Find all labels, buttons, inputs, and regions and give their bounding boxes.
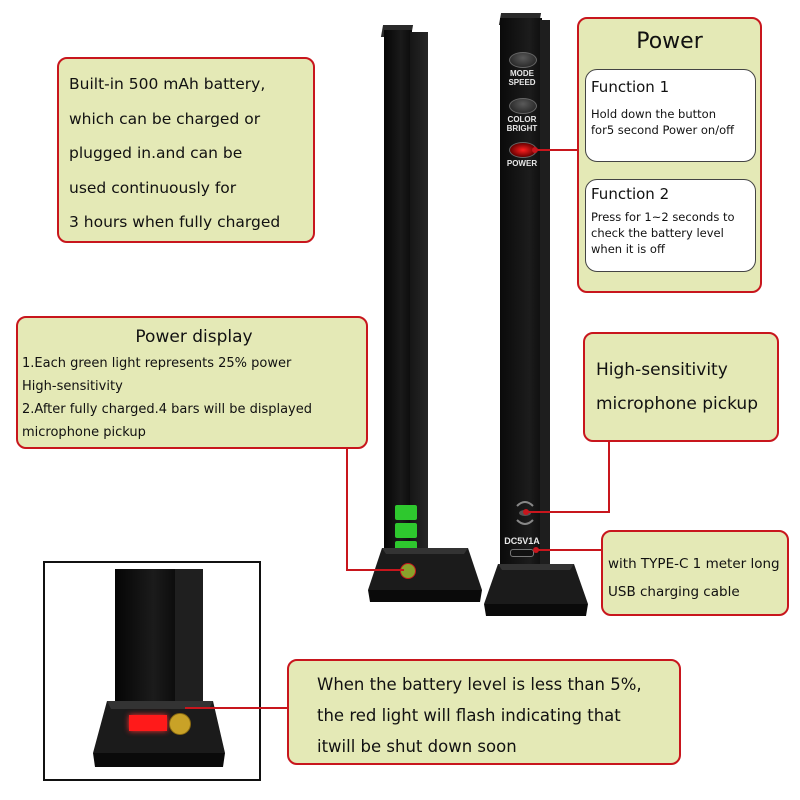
- low-battery-line-1: When the battery level is less than 5%,: [317, 675, 642, 694]
- microphone-callout: High-sensitivity microphone pickup: [583, 332, 779, 442]
- green-light-1: [395, 505, 417, 520]
- display-connector-v: [346, 448, 348, 570]
- color-bright-button[interactable]: [509, 98, 537, 114]
- port-label: DC5V1A: [504, 536, 540, 546]
- mic-connector-h: [528, 511, 610, 513]
- function-2-box: Function 2 Press for 1~2 seconds to chec…: [585, 179, 756, 272]
- battery-line-3: plugged in.and can be: [69, 144, 243, 162]
- display-connector-h: [346, 569, 404, 571]
- device-base-right: [484, 564, 588, 616]
- power-led-indicator: [400, 563, 416, 579]
- mic-line-1: High-sensitivity: [596, 360, 728, 380]
- typec-line-2: USB charging cable: [608, 584, 740, 600]
- function-2-heading: Function 2: [591, 185, 670, 203]
- power-display-callout: Power display 1.Each green light represe…: [16, 316, 368, 449]
- type-c-port: [510, 549, 534, 557]
- speed-label: SPEED: [508, 78, 536, 87]
- typec-line-1: with TYPE-C 1 meter long: [608, 556, 780, 572]
- function-1-heading: Function 1: [591, 78, 670, 96]
- power-callout: Power Function 1 Hold down the button fo…: [577, 17, 762, 293]
- battery-line-5: 3 hours when fully charged: [69, 213, 281, 231]
- low-battery-inset: [43, 561, 261, 781]
- power-pointer-dot: [532, 147, 538, 153]
- power-display-line-1: 1.Each green light represents 25% power: [22, 356, 292, 371]
- function-2-line-2: check the battery level: [591, 226, 724, 240]
- bright-label: BRIGHT: [506, 124, 538, 133]
- low-battery-callout: When the battery level is less than 5%, …: [287, 659, 681, 765]
- power-display-title: Power display: [135, 327, 253, 347]
- device-base-left: [368, 548, 482, 602]
- battery-line-4: used continuously for: [69, 178, 237, 197]
- mic-line-2: microphone pickup: [596, 394, 758, 414]
- function-2-line-3: when it is off: [591, 242, 665, 256]
- typec-connector: [536, 549, 602, 551]
- power-display-line-2: High-sensitivity: [22, 379, 123, 394]
- power-label: POWER: [506, 159, 538, 168]
- battery-line-1: Built-in 500 mAh battery,: [69, 75, 266, 93]
- low-battery-connector: [185, 707, 288, 709]
- low-battery-line-3: itwill be shut down soon: [317, 737, 517, 756]
- low-battery-line-2: the red light will flash indicating that: [317, 706, 621, 725]
- mode-label: MODE: [510, 69, 534, 78]
- typec-callout: with TYPE-C 1 meter long USB charging ca…: [601, 530, 789, 616]
- function-1-box: Function 1 Hold down the button for5 sec…: [585, 69, 756, 162]
- inset-pointer-dot: [169, 713, 191, 735]
- function-1-line-1: Hold down the button: [591, 107, 716, 121]
- function-2-line-1: Press for 1~2 seconds to: [591, 210, 735, 224]
- function-1-line-2: for5 second Power on/off: [591, 123, 735, 137]
- green-light-2: [395, 523, 417, 538]
- power-display-line-3: 2.After fully charged.4 bars will be dis…: [22, 402, 312, 417]
- mode-speed-button[interactable]: [509, 52, 537, 68]
- battery-callout: Built-in 500 mAh battery, which can be c…: [57, 57, 315, 243]
- mic-pointer-dot: [523, 509, 529, 515]
- power-title: Power: [636, 29, 703, 54]
- red-led: [129, 715, 167, 731]
- mic-connector-v: [608, 440, 610, 512]
- power-display-line-4: microphone pickup: [22, 425, 146, 440]
- color-label: COLOR: [507, 115, 537, 124]
- power-connector: [536, 149, 578, 151]
- battery-line-2: which can be charged or: [69, 109, 261, 128]
- inset-base: [93, 701, 225, 767]
